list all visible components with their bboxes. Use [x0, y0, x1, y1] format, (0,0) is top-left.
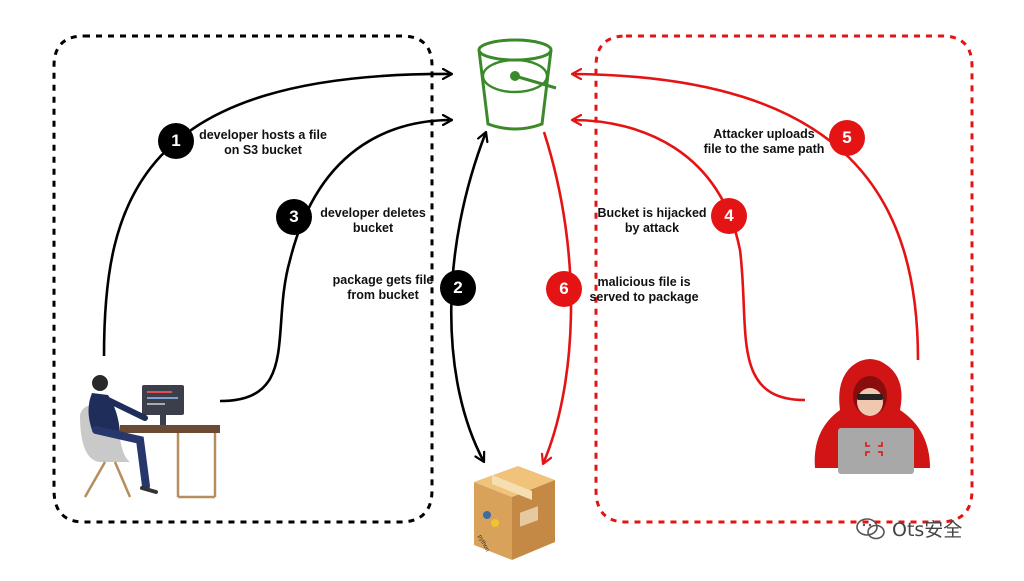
hooded-attacker-icon [814, 359, 930, 474]
label-line-1: developer hosts a file [199, 128, 327, 142]
arrow-bucket-hijacked [572, 120, 806, 402]
step-badge-1: 1 [158, 123, 194, 159]
step-badge-4: 4 [711, 198, 747, 234]
label-line-2: by attack [624, 221, 680, 235]
arrow-attacker-uploads-file [572, 74, 920, 361]
arrow-developer-hosts-file [102, 74, 452, 357]
python-package-box-icon [474, 466, 555, 560]
step-badge-5: 5 [829, 120, 865, 156]
watermark: Ots安全 [856, 515, 962, 542]
step-badge-2: 2 [440, 270, 476, 306]
arrow-package-gets-file [450, 132, 486, 462]
label-line-1: Attacker uploads [713, 127, 815, 141]
arrow-malicious-file-served [543, 131, 573, 464]
label-line-2: from bucket [347, 288, 419, 302]
arrow-developer-deletes-bucket [219, 120, 452, 403]
developer-at-desk-icon [80, 375, 220, 499]
label-line-2: file to the same path [703, 142, 825, 156]
watermark-text: Ots安全 [892, 519, 963, 541]
s3-bucket-icon [477, 38, 557, 131]
wechat-icon [856, 517, 885, 539]
step-badge-6: 6 [546, 271, 582, 307]
label-line-1: package gets file [332, 273, 434, 287]
label-line-2: bucket [352, 221, 394, 235]
label-line-2: served to package [589, 290, 699, 304]
step-badge-3: 3 [276, 199, 312, 235]
label-line-1: Bucket is hijacked [597, 206, 707, 220]
label-line-1: developer deletes [320, 206, 426, 220]
label-line-1: malicious file is [597, 275, 691, 289]
developer-zone-border [52, 34, 434, 524]
label-line-2: on S3 bucket [224, 143, 302, 157]
